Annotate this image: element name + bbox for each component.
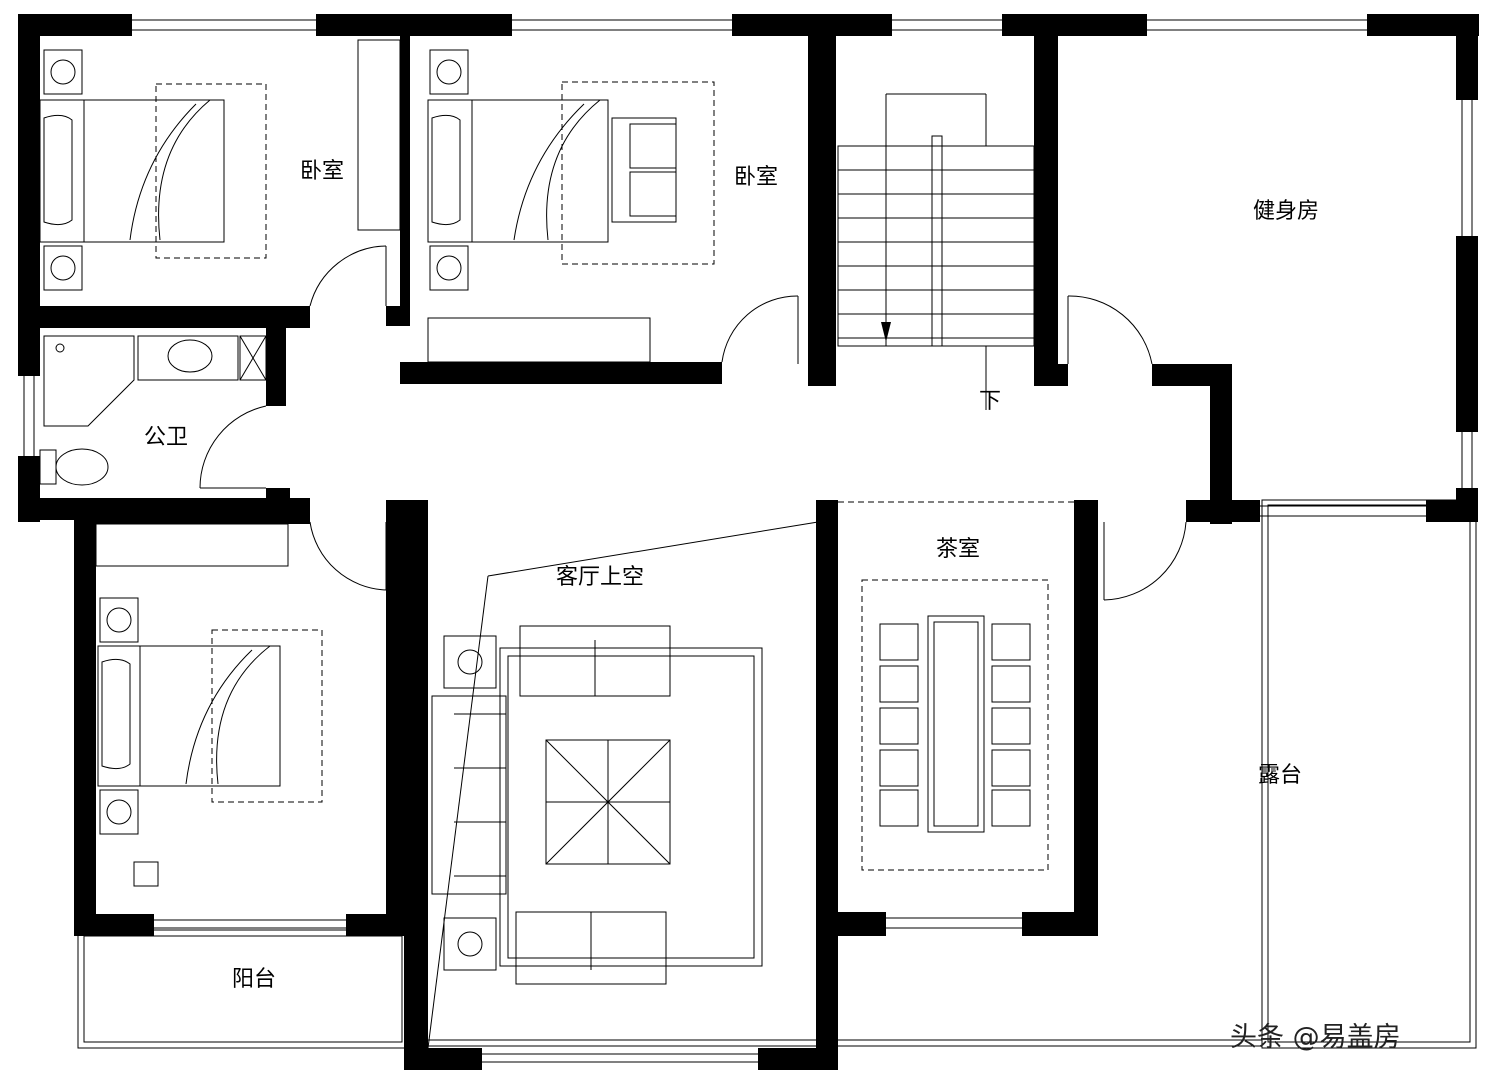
label-bedroom-top-middle: 卧室 (734, 165, 778, 190)
label-living-void: 客厅上空 (556, 565, 644, 590)
label-balcony: 阳台 (232, 967, 276, 992)
bathroom-fixtures (39, 335, 267, 486)
living-void (427, 521, 819, 1049)
label-bedroom-top-left: 卧室 (300, 159, 344, 184)
bed-bottom-left (95, 523, 323, 887)
staircase (837, 93, 1035, 410)
watermark: 头条 @易盖房 (1230, 1022, 1401, 1053)
label-fitness-room: 健身房 (1253, 199, 1319, 224)
walls (18, 14, 1479, 1070)
label-tea-room: 茶室 (936, 537, 980, 562)
terrace-railing (77, 499, 1477, 1049)
tea-room-furniture (861, 579, 1049, 871)
stair-arrow-icon (881, 322, 891, 342)
bed-top-middle (427, 49, 715, 363)
label-stairs-down: 下 (979, 389, 1001, 414)
doors (199, 245, 1187, 601)
label-public-bath: 公卫 (144, 425, 188, 450)
bed-top-left (39, 39, 401, 291)
label-terrace: 露台 (1258, 763, 1302, 788)
